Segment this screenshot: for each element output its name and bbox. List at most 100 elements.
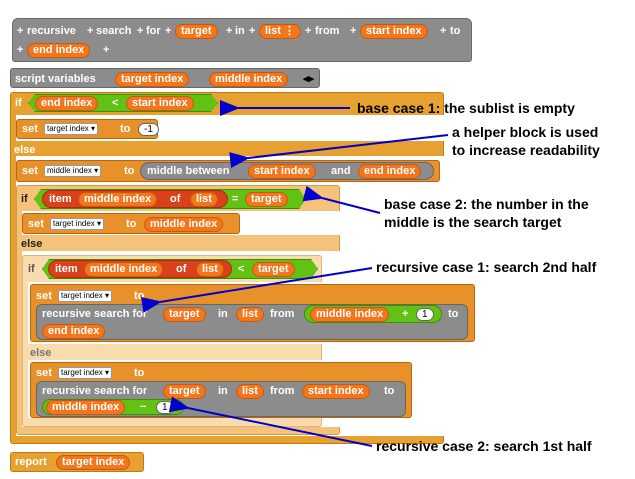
var-middle-index[interactable]: middle index bbox=[84, 262, 164, 277]
if-keyword: if bbox=[21, 193, 28, 205]
var-middle-index[interactable]: middle index bbox=[46, 400, 126, 415]
less-than-label: < bbox=[112, 97, 119, 109]
variable-dropdown[interactable]: middle index ▾ bbox=[44, 165, 102, 177]
variable-dropdown[interactable]: target index ▾ bbox=[50, 218, 105, 230]
label-recursive: recursive bbox=[27, 25, 76, 37]
set-keyword: set bbox=[22, 123, 38, 135]
minus-label: − bbox=[140, 401, 147, 413]
less-than-label: < bbox=[238, 263, 245, 275]
var-list[interactable]: list bbox=[236, 307, 264, 322]
to-label: to bbox=[134, 367, 145, 379]
item-label: item bbox=[55, 263, 78, 275]
arrow-recursive-case-1 bbox=[140, 267, 373, 313]
in-label: in bbox=[218, 385, 228, 397]
var-list[interactable]: list bbox=[196, 262, 224, 277]
plus-label: + bbox=[305, 25, 312, 37]
plus-label: + bbox=[103, 44, 110, 56]
arrow-base-case-2 bbox=[302, 185, 381, 214]
var-target-index[interactable]: target index bbox=[56, 455, 131, 470]
to-label: to bbox=[120, 123, 131, 135]
to-label: to bbox=[134, 290, 145, 302]
plus-label: + bbox=[165, 25, 172, 37]
plus-label: + bbox=[87, 25, 94, 37]
param-target[interactable]: target bbox=[175, 24, 218, 39]
annotation-recursive-case-1: recursive case 1: search 2nd half bbox=[376, 259, 597, 275]
param-list[interactable]: list ⋮ bbox=[259, 24, 301, 39]
plus-label: + bbox=[137, 25, 144, 37]
label-search: search bbox=[96, 25, 132, 37]
plus-label: + bbox=[17, 44, 24, 56]
var-target[interactable]: target bbox=[163, 307, 206, 322]
var-end-index[interactable]: end index bbox=[42, 324, 106, 339]
if-keyword: if bbox=[15, 97, 22, 109]
middle-between-label: middle between bbox=[147, 165, 230, 177]
to-label: to bbox=[448, 308, 459, 320]
annotation-base-case-2-line1: base case 2: the number in the bbox=[384, 196, 589, 212]
var-middle-index[interactable]: middle index bbox=[310, 307, 390, 322]
var-target[interactable]: target bbox=[163, 384, 206, 399]
report-keyword: report bbox=[15, 456, 47, 468]
plus-label: + bbox=[350, 25, 357, 37]
value-slot[interactable]: -1 bbox=[138, 123, 159, 136]
call-label: recursive search for bbox=[42, 385, 148, 397]
param-end-index[interactable]: end index bbox=[27, 43, 91, 58]
label-from: from bbox=[315, 25, 340, 37]
arrow-helper-block bbox=[229, 134, 449, 169]
var-start-index[interactable]: start index bbox=[302, 384, 370, 399]
var-start-index[interactable]: start index bbox=[248, 164, 316, 179]
plus-label: + bbox=[17, 25, 24, 37]
param-start-index[interactable]: start index bbox=[360, 24, 428, 39]
var-target-index[interactable]: target index bbox=[115, 72, 190, 87]
var-start-index[interactable]: start index bbox=[126, 96, 194, 111]
set-keyword: set bbox=[22, 165, 38, 177]
annotation-recursive-case-2: recursive case 2: search 1st half bbox=[376, 438, 592, 454]
else-keyword: else bbox=[14, 144, 36, 156]
of-label: of bbox=[176, 263, 187, 275]
to-label: to bbox=[126, 218, 137, 230]
variable-dropdown[interactable]: target index ▾ bbox=[44, 123, 99, 135]
plus-label: + bbox=[249, 25, 256, 37]
and-label: and bbox=[331, 165, 351, 177]
annotation-base-case-2-line2: middle is the search target bbox=[384, 214, 562, 230]
call-label: recursive search for bbox=[42, 308, 148, 320]
list-type-icon: ⋮ bbox=[283, 25, 295, 37]
custom-block-definition-hat[interactable]: + recursive + search + for + target + in… bbox=[12, 18, 472, 62]
var-list[interactable]: list bbox=[236, 384, 264, 399]
var-target[interactable]: target bbox=[252, 262, 295, 277]
plus-label: + bbox=[402, 308, 409, 320]
annotation-helper-line1: a helper block is used bbox=[452, 124, 599, 140]
to-label: to bbox=[124, 165, 135, 177]
arrow-recursive-case-2 bbox=[168, 396, 373, 447]
set-keyword: set bbox=[36, 367, 52, 379]
in-label: in bbox=[218, 308, 228, 320]
var-list[interactable]: list bbox=[190, 192, 218, 207]
set-keyword: set bbox=[28, 218, 44, 230]
label-for: for bbox=[146, 25, 161, 37]
to-label: to bbox=[384, 385, 395, 397]
arrows-icon[interactable]: ◂▸ bbox=[303, 73, 315, 85]
label-to: to bbox=[450, 25, 461, 37]
plus-label: + bbox=[226, 25, 233, 37]
var-end-index[interactable]: end index bbox=[35, 96, 99, 111]
number-slot[interactable]: 1 bbox=[416, 308, 434, 321]
annotation-base-case-1: base case 1: the sublist is empty bbox=[357, 100, 575, 116]
var-end-index[interactable]: end index bbox=[358, 164, 422, 179]
script-variables-block[interactable]: script variables target index middle ind… bbox=[10, 68, 320, 88]
from-label: from bbox=[270, 385, 295, 397]
variable-dropdown[interactable]: target index ▾ bbox=[58, 290, 113, 302]
item-label: item bbox=[49, 193, 72, 205]
variable-dropdown[interactable]: target index ▾ bbox=[58, 367, 113, 379]
equals-label: = bbox=[232, 193, 239, 205]
plus-label: + bbox=[440, 25, 447, 37]
set-keyword: set bbox=[36, 290, 52, 302]
of-label: of bbox=[170, 193, 181, 205]
if-keyword: if bbox=[28, 263, 35, 275]
from-label: from bbox=[270, 308, 295, 320]
var-middle-index[interactable]: middle index bbox=[78, 192, 158, 207]
var-target[interactable]: target bbox=[245, 192, 288, 207]
var-middle-index[interactable]: middle index bbox=[209, 72, 289, 87]
else-keyword: else bbox=[21, 238, 43, 250]
script-variables-label: script variables bbox=[15, 73, 96, 85]
var-middle-index[interactable]: middle index bbox=[144, 217, 224, 232]
